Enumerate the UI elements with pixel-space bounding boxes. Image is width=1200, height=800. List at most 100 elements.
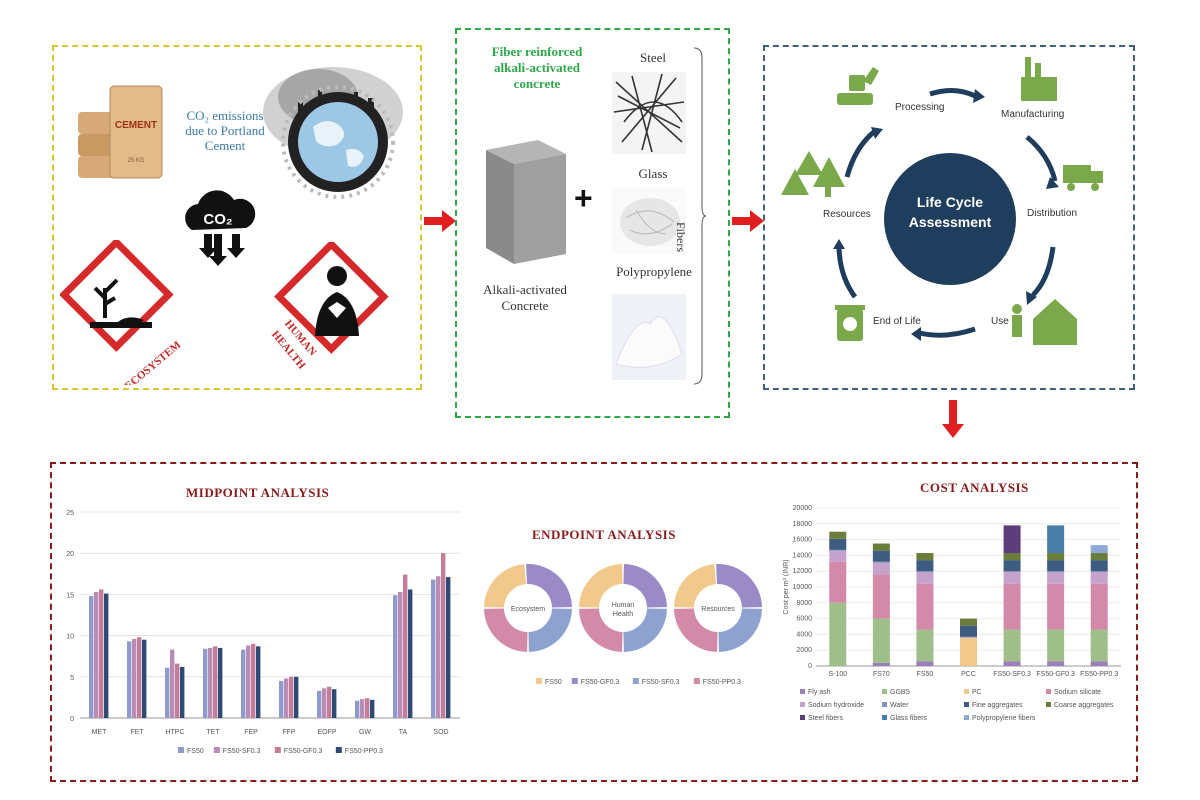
- stack-fs50-pp0.3-ggbs: [1090, 629, 1108, 662]
- x-tick-label: FS50-PP0.3: [1080, 671, 1118, 678]
- bar-tet-fs50: [203, 648, 208, 718]
- x-tick-label: FS50: [917, 671, 934, 678]
- stack-pcc-coarse-aggregates: [960, 618, 977, 626]
- fiber-pp-label: Polypropylene: [616, 264, 692, 279]
- bar-met-fs50-gf0.3: [99, 589, 104, 718]
- stack-fs70-ggbs: [872, 618, 890, 663]
- legend-label: GGBS: [890, 689, 911, 696]
- legend-swatch: [536, 678, 542, 684]
- stack-s-100-sodium-hydroxide: [829, 550, 847, 562]
- polypropylene-fibers-icon: [612, 294, 686, 380]
- x-tick-label: SOD: [433, 729, 448, 736]
- bar-sod-fs50-pp0.3: [446, 577, 451, 718]
- polluted-globe-icon: [263, 67, 403, 199]
- legend-swatch: [1046, 689, 1051, 694]
- lca-stage-use: Use: [991, 316, 1009, 327]
- y-tick-label: 10: [66, 634, 74, 641]
- bar-eofp-fs50-sf0.3: [322, 688, 327, 718]
- stack-s-100-water: [829, 549, 847, 551]
- legend-label: Coarse aggregates: [1054, 702, 1114, 709]
- stack-fs50-pp0.3-water: [1090, 571, 1108, 572]
- donut-slice-fs50-gf0.3: [526, 564, 572, 608]
- bar-fep-fs50-gf0.3: [251, 643, 256, 718]
- x-tick-label: MET: [92, 729, 108, 736]
- trees-icon: [795, 151, 823, 175]
- cement-bag-label: CEMENT: [115, 120, 157, 131]
- stack-fs50-sodium-silicate: [916, 583, 934, 630]
- stack-fs50-pp0.3-sodium-silicate: [1090, 583, 1108, 630]
- legend-label: FS50-SF0.3: [642, 679, 680, 686]
- legend-swatch: [693, 678, 700, 684]
- y-tick-label: 15: [66, 592, 74, 599]
- donut-slice-fs50: [674, 564, 717, 608]
- legend-swatch: [335, 747, 342, 753]
- y-tick-label: 18000: [793, 521, 813, 528]
- x-tick-label: FEP: [244, 729, 258, 736]
- stack-pcc-water: [960, 636, 977, 638]
- bar-eofp-fs50-pp0.3: [332, 689, 337, 718]
- legend-swatch: [964, 702, 969, 707]
- bar-fet-fs50: [127, 641, 132, 718]
- stack-fs50-gf0.3-ggbs: [1047, 629, 1065, 662]
- y-tick-label: 20: [66, 551, 74, 558]
- stack-fs50-fine-aggregates: [916, 560, 934, 572]
- donut-slice-fs50-gf0.3: [623, 564, 667, 608]
- legend-swatch: [178, 747, 184, 753]
- bar-ffp-fs50-gf0.3: [289, 676, 294, 718]
- stack-fs70-coarse-aggregates: [872, 543, 890, 551]
- stack-fs50-gf0.3-fly-ash: [1047, 661, 1065, 666]
- stack-s-100-sodium-silicate: [829, 561, 847, 603]
- stack-fs70-water: [872, 561, 890, 563]
- co2-emission-caption: CO₂ emissions due to Portland Cement: [185, 108, 265, 153]
- stack-fs50-gf0.3-fine-aggregates: [1047, 560, 1065, 572]
- lca-cycle-arrows: [836, 88, 1058, 338]
- bar-sod-fs50: [431, 579, 436, 718]
- legend-swatch: [274, 747, 281, 753]
- stack-fs50-sf0.3-sodium-silicate: [1003, 583, 1021, 630]
- cement-bag-weight: 25 KG: [127, 158, 144, 164]
- bar-ffp-fs50-sf0.3: [284, 678, 289, 718]
- bar-ta-fs50-sf0.3: [398, 591, 403, 718]
- legend-label: Fly ash: [808, 689, 831, 696]
- stack-fs50-pp0.3-fly-ash: [1090, 661, 1108, 666]
- y-tick-label: 10000: [793, 584, 813, 591]
- bar-fep-fs50-sf0.3: [246, 645, 251, 718]
- fiber-glass-label: Glass: [638, 166, 668, 181]
- lca-stage-processing: Processing: [895, 102, 944, 113]
- donut-label: Human: [612, 602, 635, 609]
- donut-slice-fs50-sf0.3: [718, 608, 762, 652]
- stack-pcc-fine-aggregates: [960, 625, 977, 637]
- donut-slice-fs50: [579, 564, 623, 608]
- legend-swatch: [882, 689, 887, 694]
- cement-bags-icon: CEMENT 25 KG: [78, 85, 163, 179]
- fiber-steel-label: Steel: [640, 50, 666, 65]
- donut-slice-fs50-sf0.3: [623, 608, 667, 652]
- bar-htpc-fs50: [165, 667, 170, 718]
- stack-fs50-gf0.3-sodium-hydroxide: [1047, 571, 1065, 584]
- excavator-icon: [837, 93, 873, 105]
- stack-fs70-sodium-silicate: [872, 574, 890, 619]
- donut-slice-fs50-pp0.3: [579, 608, 623, 652]
- lca-panel: [763, 45, 1135, 390]
- legend-label: Fine aggregates: [972, 702, 1023, 709]
- y-axis-label: Cost per m³ (INR): [783, 559, 790, 614]
- legend-label: Polypropylene fibers: [972, 715, 1036, 722]
- x-tick-label: FS70: [873, 671, 890, 678]
- bar-fet-fs50-sf0.3: [132, 638, 137, 718]
- bar-ta-fs50: [393, 595, 398, 718]
- y-tick-label: 0: [808, 663, 812, 670]
- bar-met-fs50: [89, 596, 94, 718]
- lca-center-line-2: Assessment: [909, 214, 992, 230]
- legend-label: FS50-GF0.3: [284, 748, 323, 755]
- x-tick-label: FFP: [282, 729, 296, 736]
- co2-panel: [52, 45, 422, 390]
- stack-fs70-sodium-hydroxide: [872, 562, 890, 575]
- y-tick-label: 12000: [793, 568, 813, 575]
- lca-cycle-diagram: Life Cycle Assessment Pr: [781, 57, 1103, 345]
- lca-stage-manufacturing: Manufacturing: [1001, 109, 1064, 120]
- stack-fs50-pp0.3-fine-aggregates: [1090, 560, 1108, 572]
- fibers-vertical-label: Fibers: [674, 222, 688, 252]
- legend-label: FS50-PP0.3: [703, 679, 741, 686]
- legend-swatch: [571, 678, 578, 684]
